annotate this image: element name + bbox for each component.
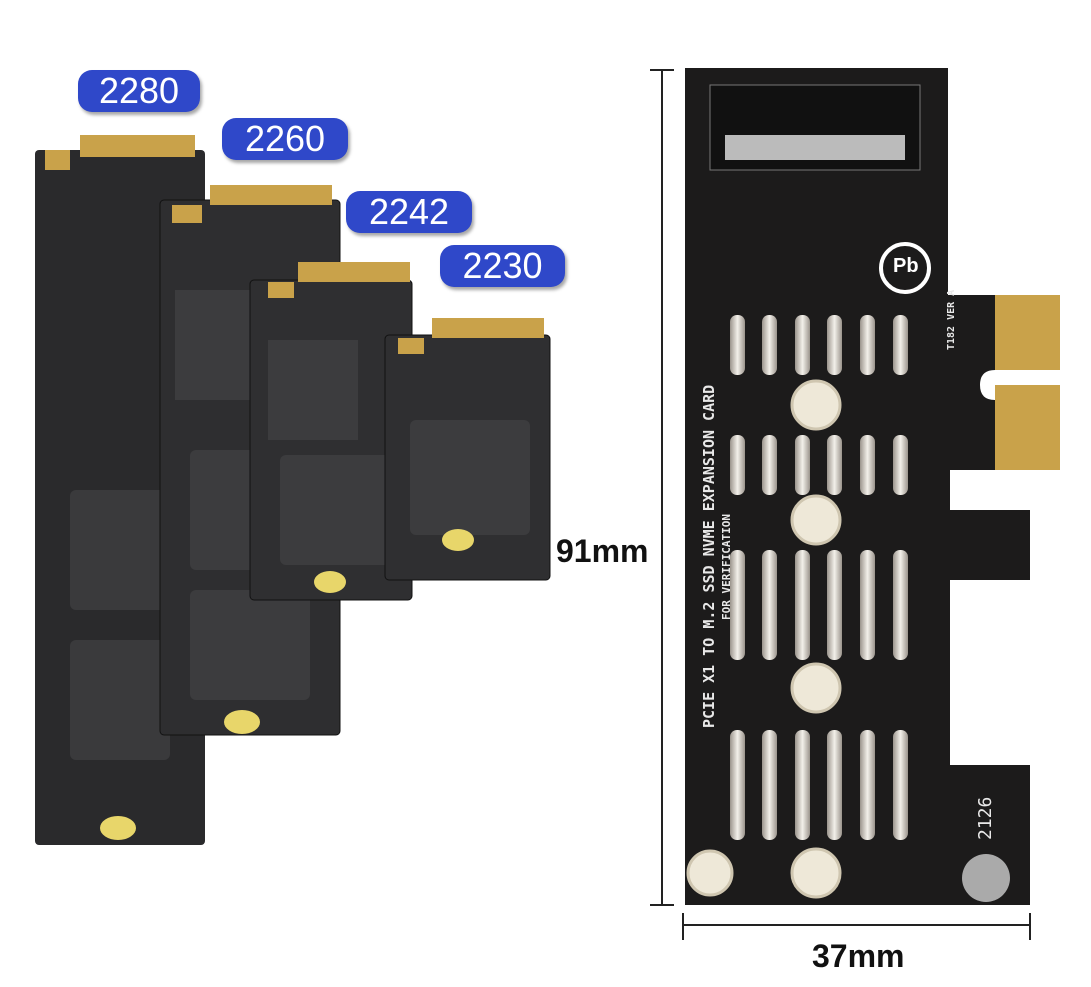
lead-free-mark: Pb	[893, 255, 919, 277]
card-code-text: 2126	[975, 796, 996, 840]
size-badge-2260: 2260	[222, 118, 348, 160]
dimension-lines	[650, 69, 1031, 940]
height-dimension-label: 91mm	[556, 533, 649, 569]
ssd-module-2242	[249, 262, 413, 601]
card-title-text: PCIE X1 TO M.2 SSD NVME EXPANSION CARD	[700, 384, 718, 728]
width-dimension-label: 37mm	[812, 938, 905, 974]
card-version-text: T182 VER A	[946, 289, 957, 350]
size-badge-2242: 2242	[346, 191, 472, 233]
screw-icon	[962, 854, 1010, 902]
ventilation-slots	[730, 315, 908, 840]
expansion-card	[685, 68, 1060, 905]
card-subtitle-text: FOR VERIFICATION	[720, 514, 733, 620]
ssd-module-2230	[384, 318, 551, 581]
size-badge-2280: 2280	[78, 70, 200, 112]
size-badge-2230: 2230	[440, 245, 565, 287]
